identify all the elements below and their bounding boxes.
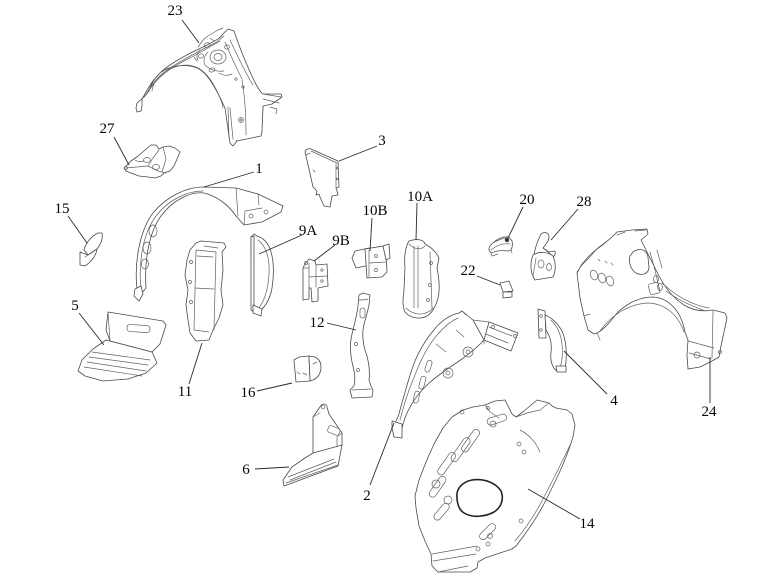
svg-text:27: 27 [100, 121, 116, 137]
svg-text:9A: 9A [299, 223, 318, 239]
svg-text:5: 5 [71, 298, 79, 314]
svg-text:28: 28 [577, 194, 592, 210]
svg-text:22: 22 [461, 263, 476, 279]
svg-text:9B: 9B [332, 233, 350, 249]
svg-text:10A: 10A [407, 189, 433, 205]
svg-text:11: 11 [178, 384, 192, 400]
svg-text:1: 1 [255, 161, 263, 177]
svg-text:12: 12 [310, 315, 325, 331]
svg-text:15: 15 [55, 201, 70, 217]
svg-text:6: 6 [242, 462, 250, 478]
svg-text:24: 24 [702, 404, 718, 420]
svg-text:16: 16 [241, 385, 257, 401]
svg-text:20: 20 [520, 192, 535, 208]
svg-text:2: 2 [363, 488, 371, 504]
svg-text:10B: 10B [362, 203, 387, 219]
svg-text:14: 14 [580, 516, 596, 532]
svg-text:23: 23 [168, 3, 183, 19]
svg-text:3: 3 [378, 133, 386, 149]
svg-text:4: 4 [610, 393, 618, 409]
